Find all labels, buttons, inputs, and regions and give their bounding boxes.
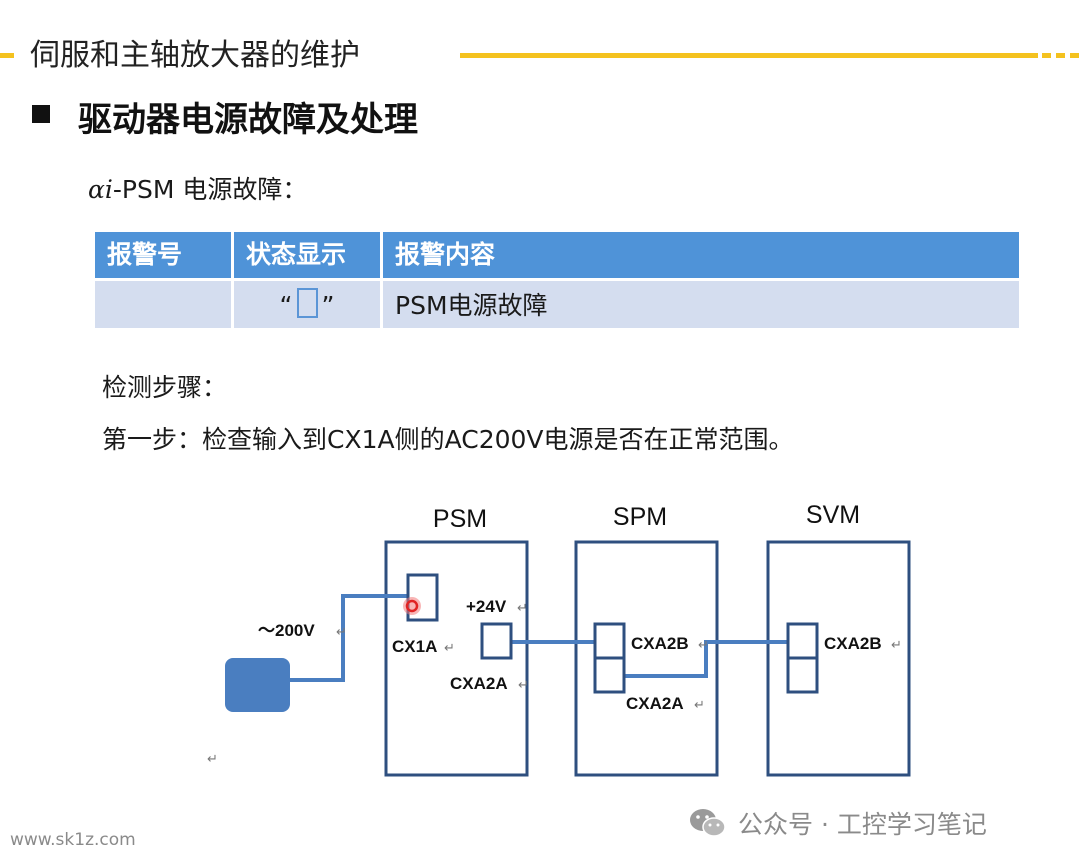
module-title-psm: PSM [433, 505, 487, 533]
table-row: “” PSM电源故障 [95, 278, 1019, 328]
status-display-cell: “” [234, 278, 383, 328]
para-mark: ↵ [207, 751, 218, 766]
para-mark: ↵ [698, 637, 709, 652]
probe-point-icon [405, 599, 419, 613]
cx1a-label: CX1A [392, 637, 437, 656]
table-header-cell: 报警内容 [383, 232, 1019, 278]
svm-lower-connector [786, 656, 819, 694]
alpha-i-symbol: αi [88, 175, 113, 204]
header-accent-dash [1042, 53, 1051, 58]
table-header-cell: 报警号 [95, 232, 234, 278]
spm-svm-link-wire [622, 640, 790, 678]
step-one-text: 第一步：检查输入到CX1A侧的AC200V电源是否在正常范围。 [102, 425, 794, 454]
wechat-icon [690, 809, 726, 837]
table-header-row: 报警号 状态显示 报警内容 [95, 232, 1019, 278]
wechat-account-name: 公众号 · 工控学习笔记 [738, 810, 987, 839]
spm-module-box [574, 540, 719, 777]
alarm-table: 报警号 状态显示 报警内容 “” PSM电源故障 [95, 232, 1019, 328]
module-title-spm: SPM [613, 503, 667, 531]
section-bullet-icon [32, 105, 50, 123]
cxa2a-psm-label: CXA2A [450, 674, 508, 693]
header-accent-right [460, 53, 1038, 58]
psm-fault-label-text: -PSM 电源故障： [112, 175, 308, 204]
para-mark: ↵ [694, 697, 705, 712]
header-accent-dash [1056, 53, 1065, 58]
steps-label: 检测步骤： [102, 373, 228, 402]
cxa2b-svm-connector [786, 622, 819, 660]
table-header-cell: 状态显示 [234, 232, 383, 278]
wechat-watermark: 公众号 · 工控学习笔记 [688, 805, 987, 841]
ac200v-label: ～200V [258, 621, 315, 640]
para-mark: ↵ [444, 640, 455, 655]
cxa2a-spm-connector [593, 656, 626, 694]
cxa2b-spm-connector [593, 622, 626, 660]
probe-glow-icon [403, 597, 421, 615]
cxa2b-svm-label: CXA2B [824, 634, 882, 653]
header-accent-dash [1070, 53, 1079, 58]
alarm-content-cell: PSM电源故障 [383, 278, 1019, 328]
plus24v-label: +24V [466, 597, 507, 616]
close-quote: ” [321, 291, 335, 320]
svm-module-box [766, 540, 911, 777]
cxa2a-psm-connector [480, 622, 513, 660]
cxa2b-spm-label: CXA2B [631, 634, 689, 653]
psm-fault-label: αi-PSM 电源故障： [88, 170, 307, 206]
para-mark: ↵ [518, 677, 529, 692]
psm-module-box [384, 540, 529, 777]
site-watermark: www.sk1z.com [10, 830, 136, 850]
para-mark: ↵ [891, 637, 902, 652]
slide-title: 伺服和主轴放大器的维护 [30, 38, 360, 73]
status-display-glyph-icon [296, 288, 318, 318]
para-mark: ↵ [517, 600, 528, 615]
ac-input-wire [290, 594, 412, 682]
module-title-svm: SVM [806, 501, 860, 529]
cxa2a-spm-label: CXA2A [626, 694, 684, 713]
para-mark: ↵ [336, 624, 347, 639]
power-source-icon [225, 658, 290, 712]
section-title: 驱动器电源故障及处理 [78, 100, 418, 140]
alarm-no-cell [95, 278, 234, 328]
header-accent-left [0, 53, 14, 58]
open-quote: “ [279, 291, 293, 320]
